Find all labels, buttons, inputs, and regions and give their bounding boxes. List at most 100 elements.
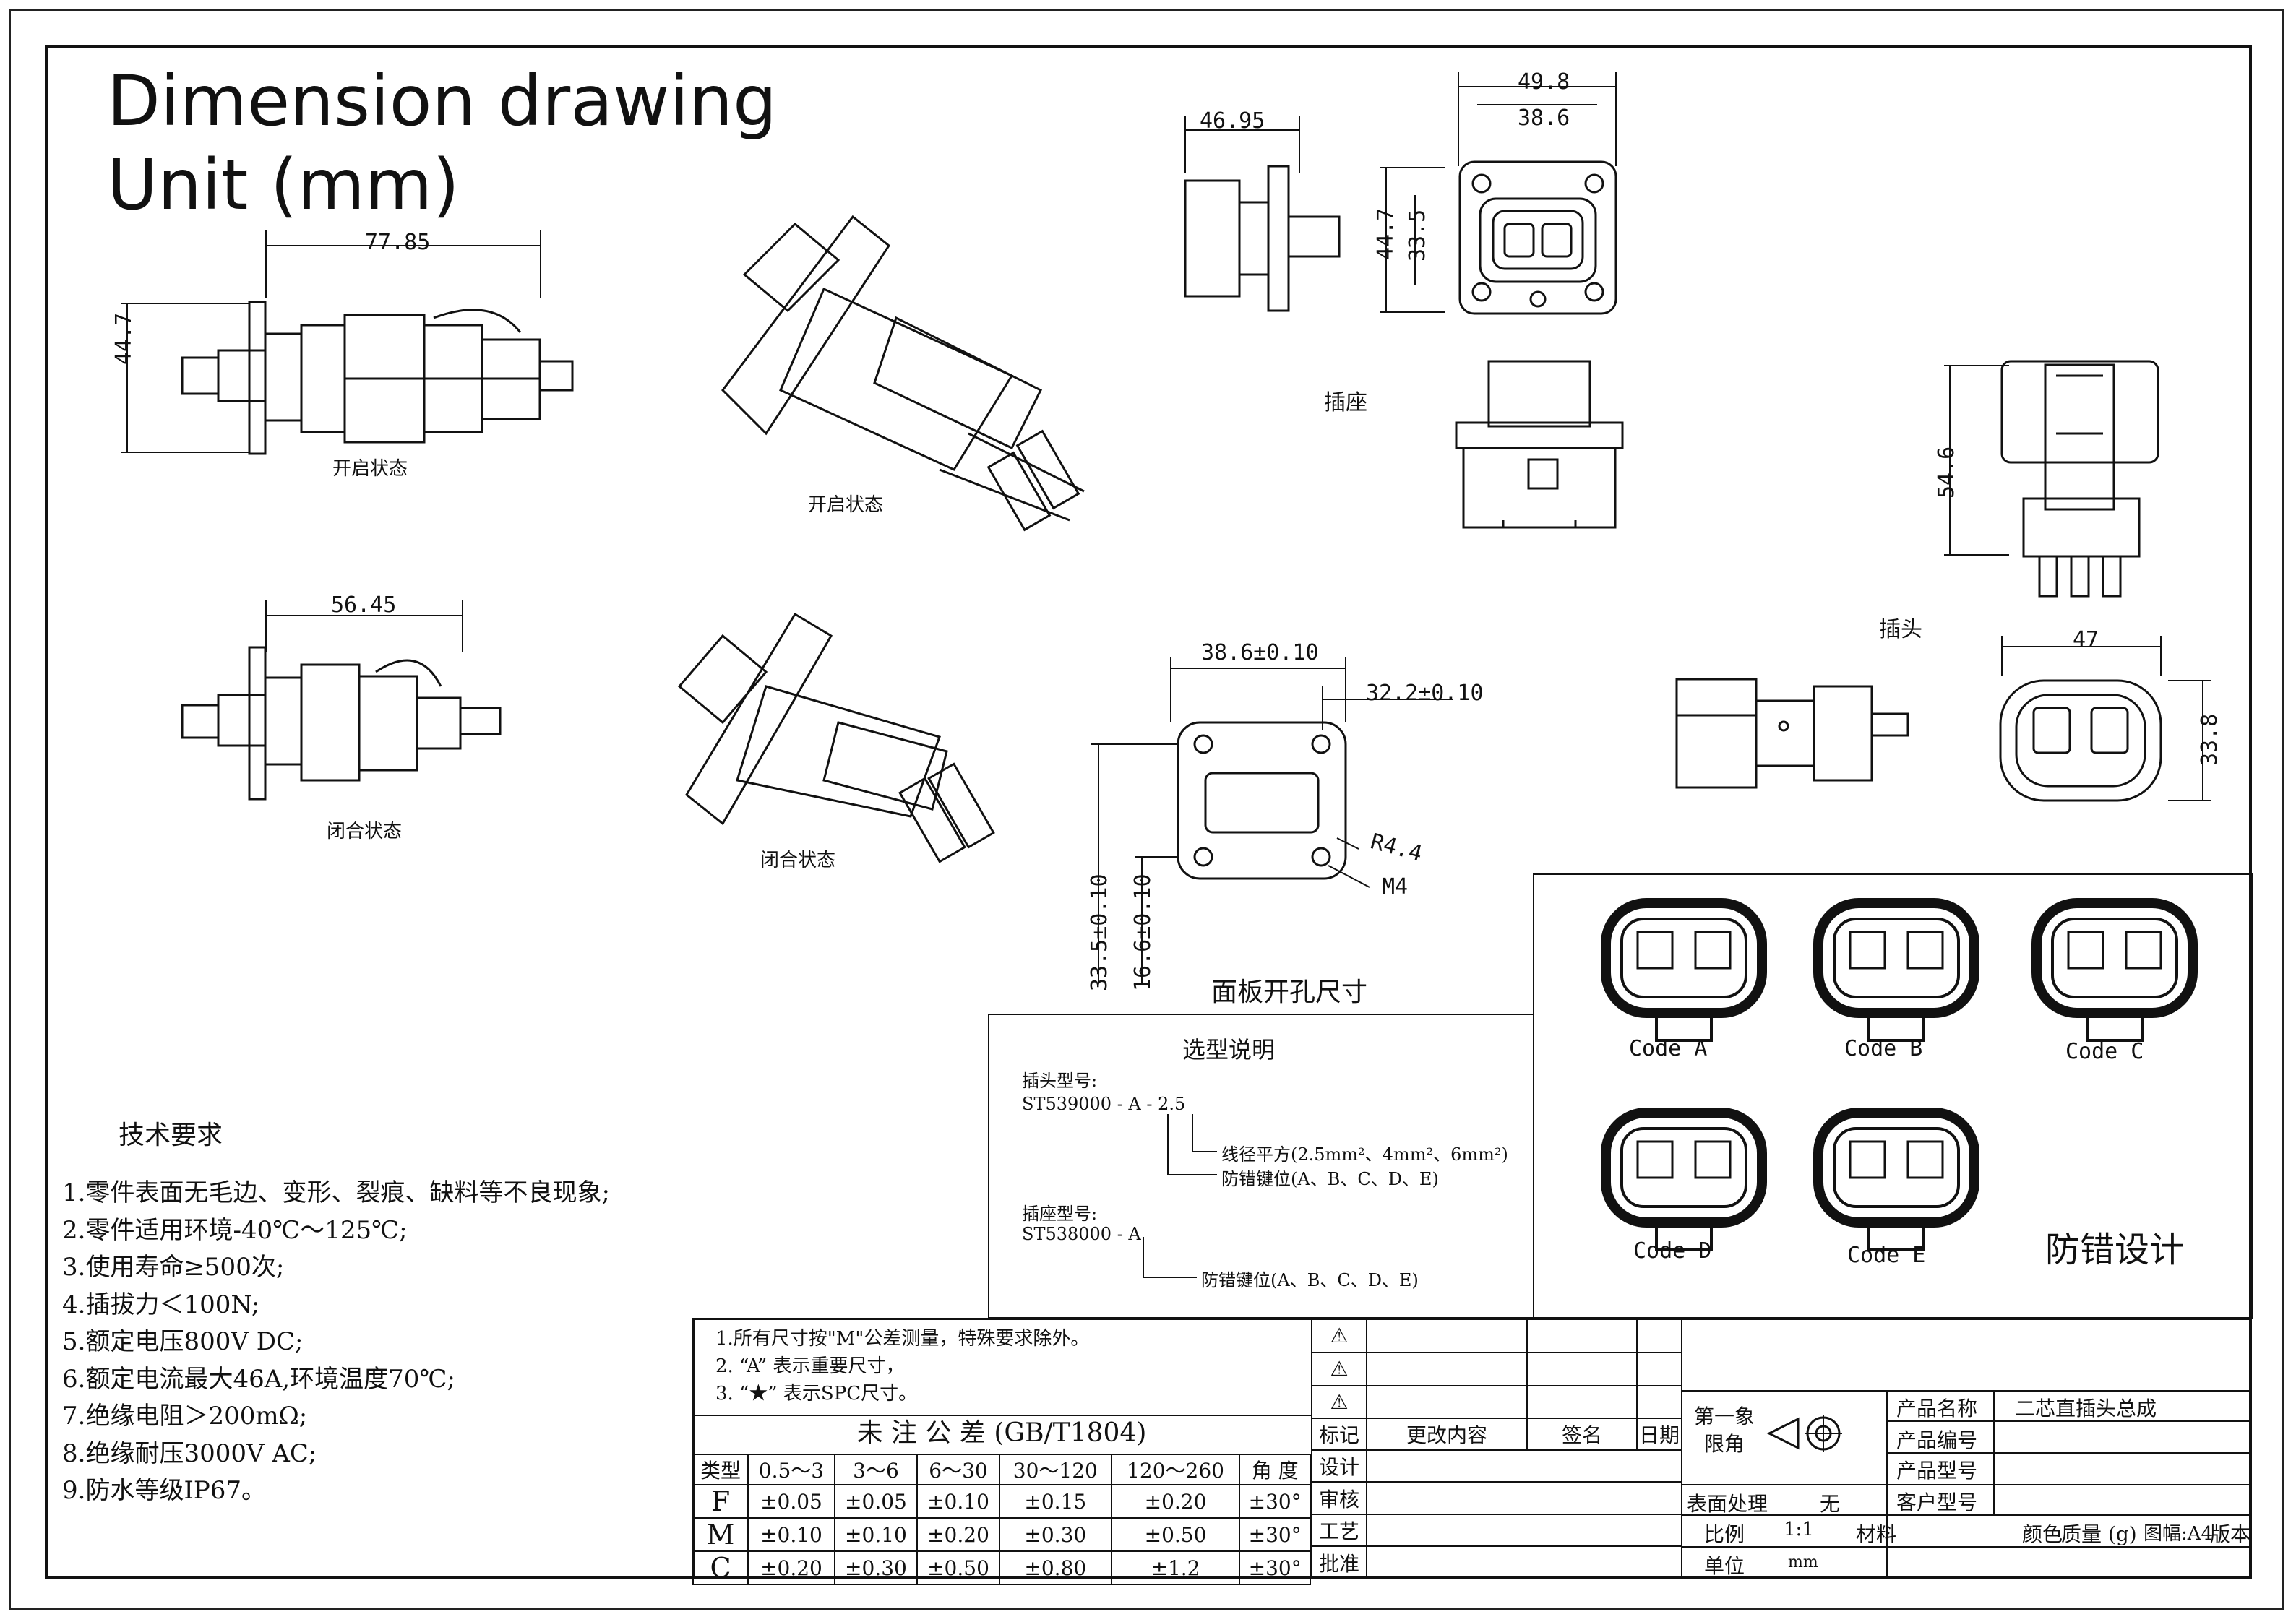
code-e-label: Code E — [1847, 1243, 1926, 1268]
open-iso-view — [721, 215, 1085, 532]
dim-socket-inner-width: 38.6 — [1518, 105, 1570, 131]
unit-label: 单位 — [1704, 1554, 1745, 1578]
tolerance-row-c: C ±0.20 ±0.30 ±0.50 ±0.80 ±1.2 ±30° — [692, 1550, 1311, 1585]
revision-table: ⚠ ⚠ ⚠ 标记 更改内容 签名 日期 设计 审核 工艺 批准 — [1311, 1318, 1682, 1579]
socket-side-view — [1184, 116, 1341, 312]
tol-cell: ±30° — [1239, 1550, 1311, 1585]
dim-panel-h2: 16.6±0.10 — [1130, 873, 1156, 991]
tol-header-cell: 30～120 — [999, 1454, 1112, 1485]
closed-iso-label: 闭合状态 — [760, 850, 836, 871]
dim-socket-depth: 46.95 — [1200, 108, 1265, 134]
tol-cell: F — [692, 1484, 749, 1519]
product-no-label: 产品编号 — [1896, 1428, 1978, 1452]
rev-header-content: 更改内容 — [1366, 1417, 1528, 1451]
projection-label: 第一象 限角 — [1693, 1405, 1755, 1456]
socket-back-view — [1455, 360, 1624, 529]
general-notes: 1.所有尺寸按"M"公差测量，特殊要求除外。 2. “A” 表示重要尺寸， 3.… — [715, 1325, 1089, 1407]
tol-cell: ±0.20 — [1110, 1484, 1241, 1519]
scale-label: 比例 — [1704, 1522, 1745, 1546]
socket-model: ST538000 - A — [1022, 1224, 1141, 1244]
tol-cell: ±0.80 — [999, 1550, 1112, 1585]
outer-frame — [9, 9, 2284, 1610]
socket-key-note: 防错键位(A、B、C、D、E) — [1201, 1270, 1419, 1290]
code-a-face — [1601, 898, 1767, 1042]
tolerance-row-m: M ±0.10 ±0.10 ±0.20 ±0.30 ±0.50 ±30° — [692, 1517, 1311, 1552]
code-d-label: Code D — [1633, 1238, 1712, 1264]
title-line-2: Unit (mm) — [107, 144, 460, 225]
selection-title: 选型说明 — [1182, 1036, 1276, 1064]
version-label: 版本 — [2210, 1522, 2251, 1546]
approval-process: 工艺 — [1311, 1513, 1367, 1548]
plug-model-label: 插头型号: — [1022, 1071, 1098, 1091]
note-2: 2. “A” 表示重要尺寸， — [715, 1355, 905, 1377]
surface-value: 无 — [1820, 1492, 1841, 1516]
note-3: 3. “★” 表示SPC尺寸。 — [715, 1383, 918, 1405]
tol-header-cell: 类型 — [692, 1454, 749, 1485]
tol-header-cell: 3～6 — [833, 1454, 918, 1485]
tech-req-list: 1.零件表面无毛边、变形、裂痕、缺料等不良现象; 2.零件适用环境-40℃～12… — [62, 1175, 610, 1510]
code-b-face — [1813, 898, 1979, 1042]
plug-label: 插头 — [1879, 617, 1922, 642]
socket-model-label: 插座型号: — [1022, 1204, 1098, 1224]
scale-value: 1:1 — [1784, 1519, 1814, 1540]
dim-open-height: 44.7 — [111, 312, 137, 365]
approval-approve: 批准 — [1311, 1545, 1367, 1579]
tolerance-row-f: F ±0.05 ±0.05 ±0.10 ±0.15 ±0.20 ±30° — [692, 1484, 1311, 1519]
sheet-label: 图幅:A4 — [2144, 1523, 2214, 1545]
tol-cell: ±1.2 — [1110, 1550, 1241, 1585]
code-c-face — [2031, 898, 2198, 1042]
socket-label: 插座 — [1324, 390, 1367, 415]
closed-iso-view — [677, 612, 995, 863]
tol-header-cell: 角 度 — [1239, 1454, 1311, 1485]
socket-front-view — [1380, 72, 1617, 315]
drawing-title: Dimension drawing Unit (mm) — [107, 59, 777, 227]
tol-cell: ±0.10 — [916, 1484, 1001, 1519]
dim-socket-inner-height: 33.5 — [1405, 209, 1430, 262]
title-line-1: Dimension drawing — [107, 61, 777, 142]
color-label: 颜色 — [2022, 1522, 2063, 1546]
tech-req-item: 4.插拔力＜100N; — [62, 1290, 260, 1319]
tech-req-item: 5.额定电压800V DC; — [62, 1327, 304, 1356]
tol-header-cell: 120～260 — [1110, 1454, 1241, 1485]
product-type-label: 产品型号 — [1896, 1459, 1978, 1483]
product-name-label: 产品名称 — [1896, 1397, 1978, 1420]
dim-plug-height: 54.6 — [1934, 446, 1959, 499]
tech-req-title: 技术要求 — [119, 1121, 223, 1150]
product-info-block: 第一象 限角 产品名称 二芯直插头总成 产品编号 产品型号 客户型号 表面处理 … — [1682, 1318, 2252, 1579]
code-b-label: Code B — [1844, 1036, 1923, 1061]
tol-cell: ±0.15 — [999, 1484, 1112, 1519]
customer-type-label: 客户型号 — [1896, 1491, 1978, 1514]
material-label: 材料 — [1856, 1522, 1897, 1546]
tol-header-cell: 0.5～3 — [747, 1454, 835, 1485]
dim-panel-thread: M4 — [1382, 874, 1409, 900]
tech-req-item: 9.防水等级IP67。 — [62, 1476, 267, 1505]
tech-req-item: 8.绝缘耐压3000V AC; — [62, 1438, 317, 1468]
dim-socket-width: 49.8 — [1518, 69, 1570, 95]
tech-req-item: 6.额定电流最大46A,环境温度70℃; — [62, 1364, 455, 1394]
tol-cell: ±0.20 — [747, 1550, 835, 1585]
tol-cell: C — [692, 1550, 749, 1585]
tol-cell: ±30° — [1239, 1517, 1311, 1552]
dim-closed-length: 56.45 — [331, 592, 397, 618]
tol-cell: M — [692, 1517, 749, 1552]
plug-wire-note: 线径平方(2.5mm²、4mm²、6mm²) — [1221, 1144, 1508, 1165]
plug-model: ST539000 - A - 2.5 — [1022, 1094, 1186, 1114]
tech-req-item: 7.绝缘电阻＞200mΩ; — [62, 1402, 308, 1431]
product-name-value: 二芯直插头总成 — [2015, 1397, 2157, 1420]
tol-cell: ±30° — [1239, 1484, 1311, 1519]
tol-cell: ±0.05 — [747, 1484, 835, 1519]
tol-cell: ±0.30 — [999, 1517, 1112, 1552]
tolerance-title: 未 注 公 差 (GB/T1804) — [856, 1418, 1147, 1448]
code-d-face — [1601, 1108, 1767, 1251]
plug-key-note: 防错键位(A、B、C、D、E) — [1221, 1169, 1439, 1189]
unit-value: mm — [1788, 1553, 1818, 1571]
mass-label: 质量 (g) — [2061, 1522, 2137, 1546]
open-side-view — [121, 230, 574, 455]
plug-side-view — [1675, 678, 1909, 789]
tol-header-cell: 6～30 — [916, 1454, 1001, 1485]
tol-cell: ±0.50 — [916, 1550, 1001, 1585]
dim-panel-h1: 33.5±0.10 — [1087, 873, 1112, 991]
closed-side-view — [181, 600, 502, 801]
dim-socket-height: 44.7 — [1373, 207, 1398, 260]
tolerance-header-row: 类型 0.5～3 3～6 6～30 30～120 120～260 角 度 — [692, 1454, 1311, 1485]
